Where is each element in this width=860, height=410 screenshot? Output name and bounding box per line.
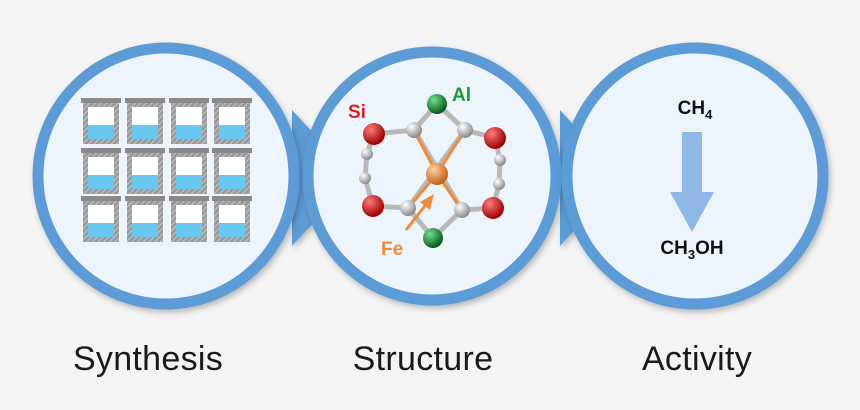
reaction-scheme: CH4 CH3OH: [660, 98, 723, 262]
bridge-atom: [493, 178, 505, 190]
vial-icon: [125, 98, 165, 144]
reactant-formula: CH4: [678, 98, 713, 122]
vial-icon: [81, 196, 121, 242]
vial-icon: [169, 98, 209, 144]
oxygen-atom: [484, 127, 506, 149]
al-label: Al: [452, 85, 471, 106]
si-label: Si: [348, 102, 366, 123]
bridge-atom: [406, 122, 422, 138]
vial-icon: [125, 148, 165, 194]
vial-icon: [169, 148, 209, 194]
zeolite-structure: Si Al Fe: [348, 85, 506, 260]
fe-pointer-arrow-icon: [404, 194, 434, 231]
bridge-atom: [361, 148, 373, 160]
al-atom: [423, 228, 443, 248]
bridge-atom: [359, 172, 371, 184]
bridge-atom: [454, 202, 470, 218]
stage-label-structure: Structure: [352, 340, 494, 378]
vial-icon: [125, 196, 165, 242]
vial-icon: [212, 98, 252, 144]
stage-label-activity: Activity: [641, 340, 753, 378]
vial-icon: [212, 148, 252, 194]
vial-icon: [81, 148, 121, 194]
bridge-atom: [494, 154, 506, 166]
al-atom: [427, 94, 447, 114]
fe-label: Fe: [381, 239, 403, 260]
bridge-atom: [457, 122, 473, 138]
oxygen-atom: [362, 195, 384, 217]
synthesis-circle: [32, 42, 300, 310]
product-formula: CH3OH: [660, 238, 723, 262]
oxygen-atom: [363, 123, 385, 145]
bridge-atom: [400, 200, 416, 216]
vial-icon: [169, 196, 209, 242]
oxygen-atom: [482, 197, 504, 219]
vial-grid: [81, 98, 252, 242]
vial-icon: [81, 98, 121, 144]
stage-label-synthesis: Synthesis: [72, 340, 224, 378]
fe-atom: [426, 163, 448, 185]
vial-icon: [212, 196, 252, 242]
down-arrow-icon: [670, 132, 714, 232]
